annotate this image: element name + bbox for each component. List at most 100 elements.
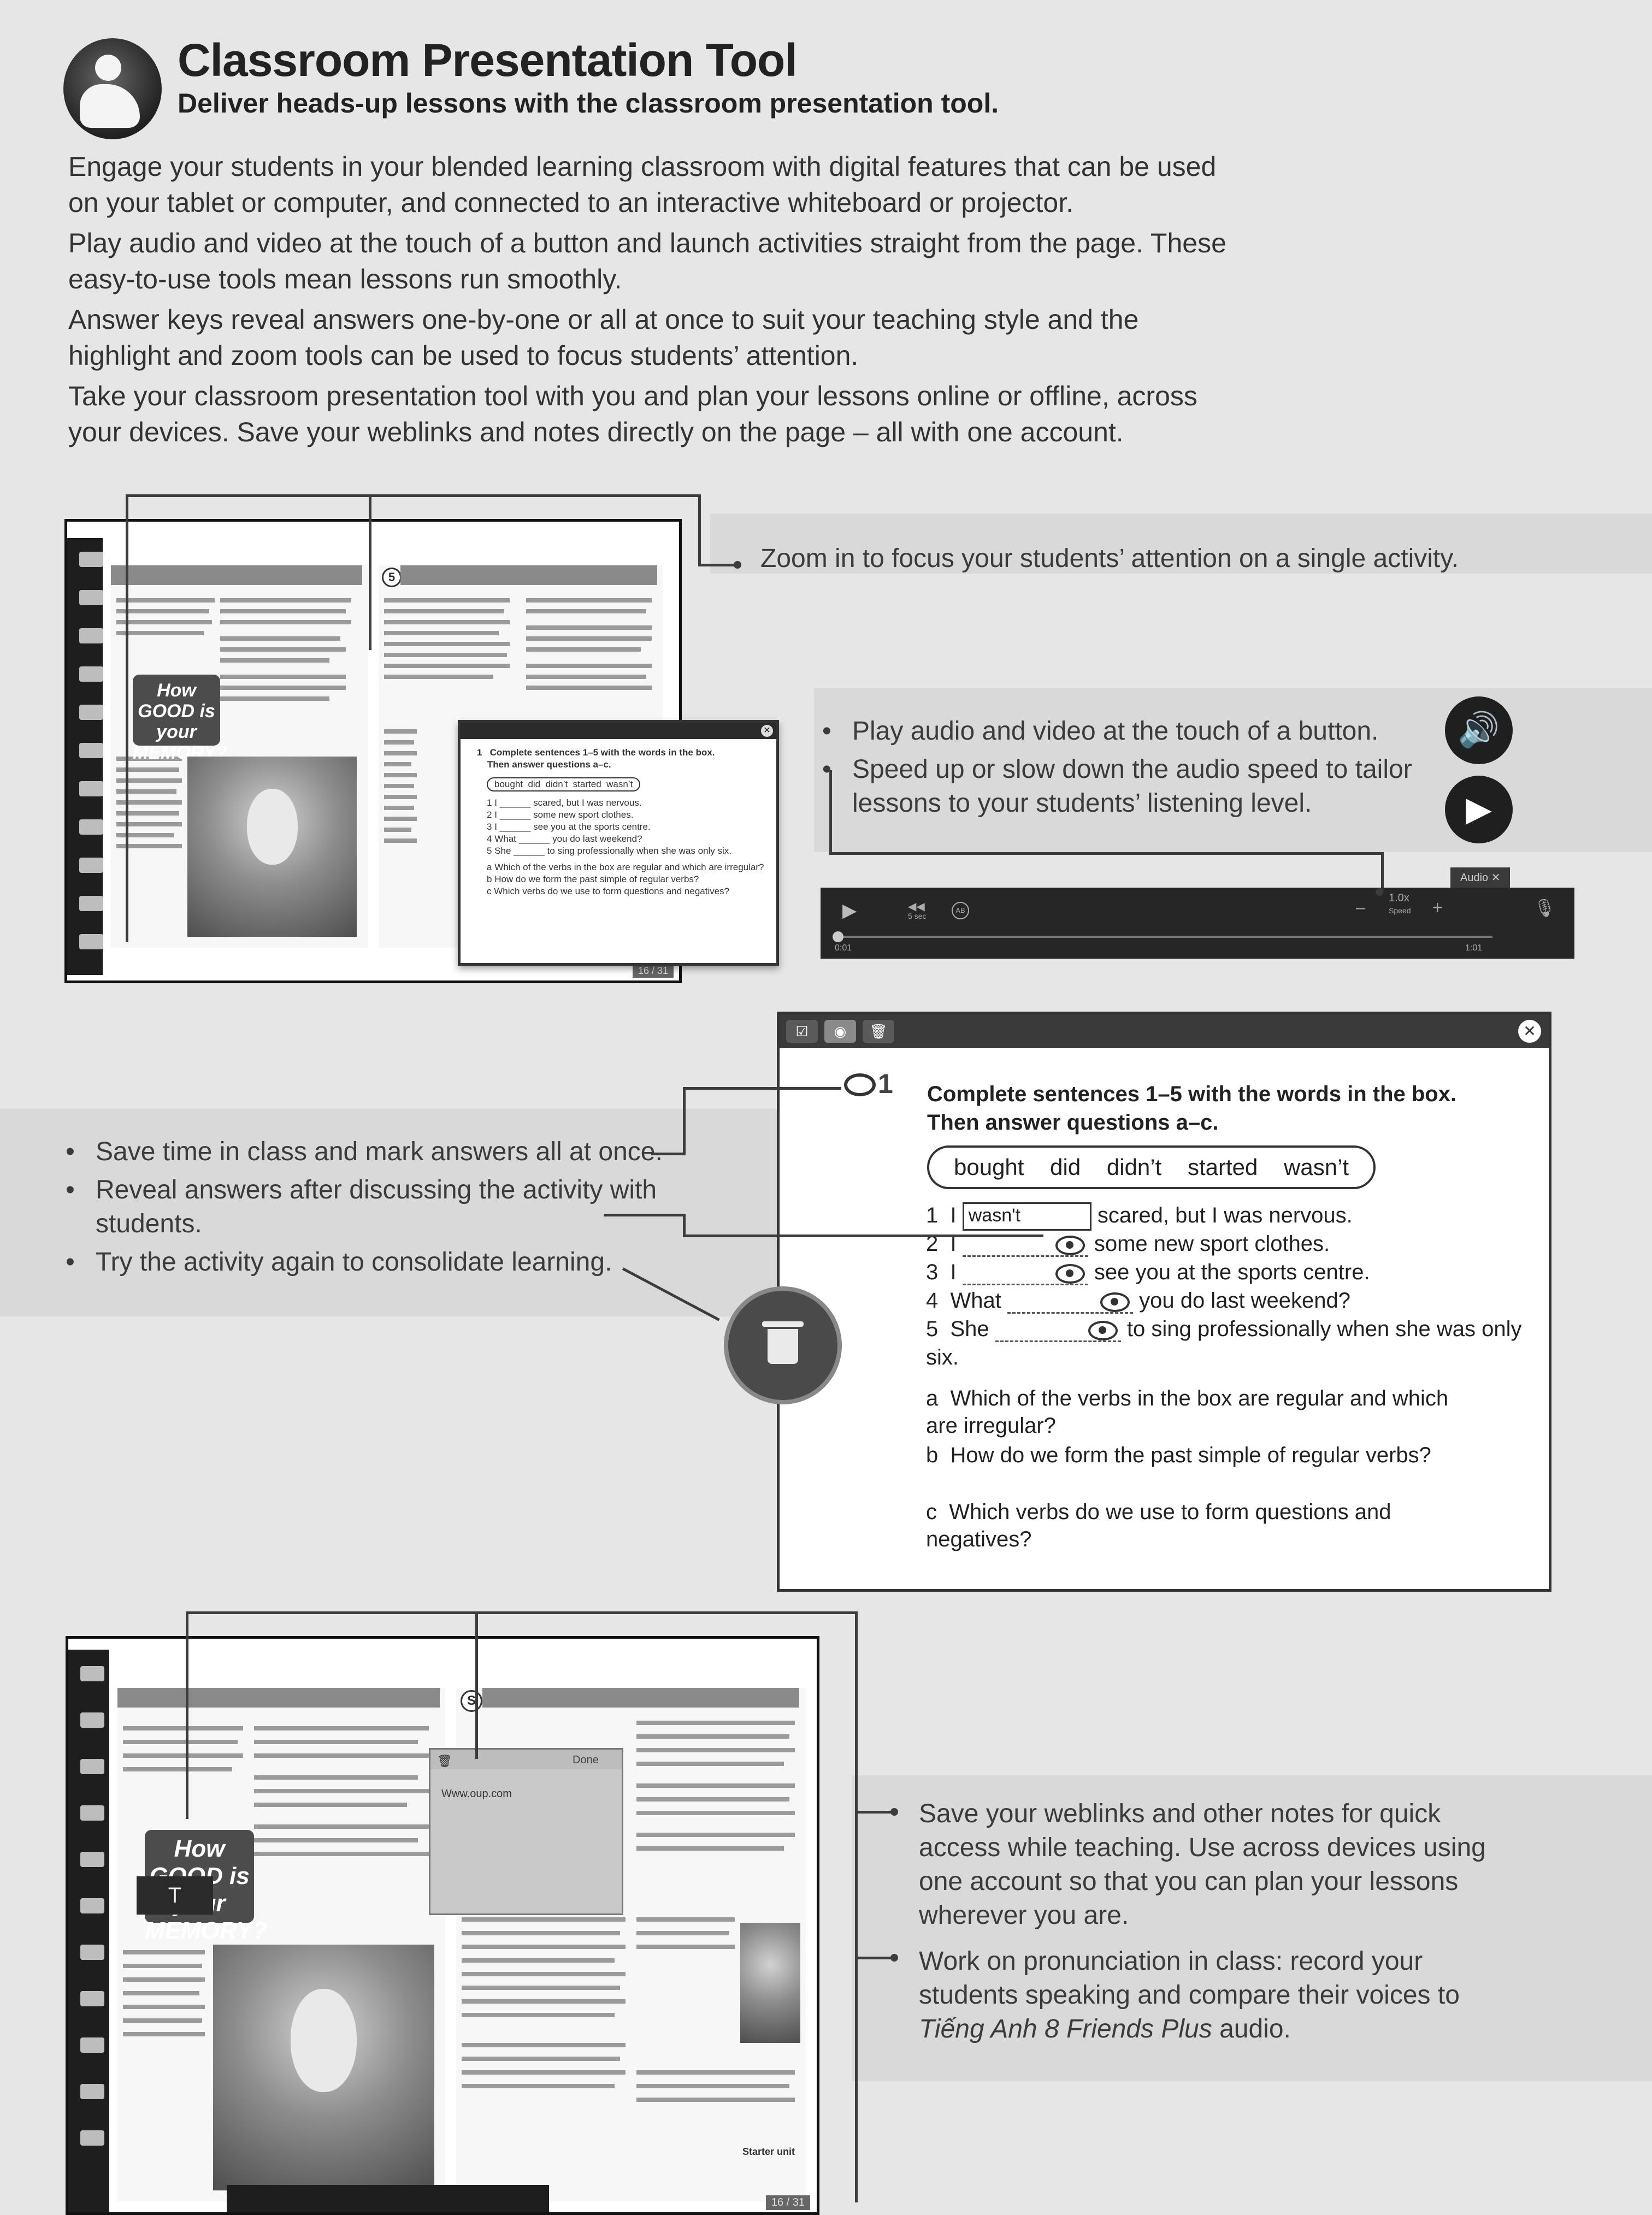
- highlight-icon[interactable]: [79, 705, 103, 720]
- word: did: [1050, 1154, 1081, 1180]
- bullet-item: Play audio and video at the touch of a b…: [822, 714, 1423, 748]
- progress-track[interactable]: [837, 936, 1492, 938]
- eye-icon[interactable]: [1088, 1320, 1118, 1340]
- mini-sentences: 1 I ______ scared, but I was nervous. 2 …: [487, 798, 764, 896]
- page-title: Classroom Presentation Tool: [178, 34, 798, 86]
- bullet-item: Save time in class and mark answers all …: [66, 1135, 677, 1169]
- note-icon[interactable]: [80, 1898, 104, 1913]
- pen-icon[interactable]: [80, 1805, 104, 1821]
- answer-field[interactable]: [995, 1319, 1121, 1342]
- progress-handle[interactable]: [833, 931, 843, 942]
- menu-icon[interactable]: [80, 1712, 104, 1728]
- connector-dot: [1376, 888, 1383, 896]
- note-url[interactable]: Www.oup.com: [441, 1788, 512, 1800]
- speaker-icon[interactable]: 🔊: [1445, 696, 1513, 764]
- search-icon[interactable]: [80, 1759, 104, 1774]
- keyboard-icon[interactable]: [80, 1991, 104, 2006]
- page-subtitle: Deliver heads-up lessons with the classr…: [178, 88, 999, 119]
- sentence-5: 5 She to sing professionally when she wa…: [926, 1317, 1522, 1369]
- sentence-1: 1 I wasn't scared, but I was nervous.: [926, 1201, 1353, 1231]
- search-icon[interactable]: [79, 628, 103, 643]
- reveal-answers-button[interactable]: ◉: [824, 1020, 856, 1043]
- note-icon[interactable]: [79, 743, 103, 758]
- activity-number: 1: [477, 747, 482, 758]
- answer-field[interactable]: [1007, 1290, 1133, 1314]
- pen-icon[interactable]: [79, 666, 103, 682]
- zoomed-activity-popup[interactable]: ✕ 1 Complete sentences 1–5 with the word…: [458, 720, 779, 966]
- note-popup[interactable]: 🗑 Done Www.oup.com: [429, 1748, 623, 1915]
- intro-text: Engage your students in your blended lea…: [68, 149, 1237, 454]
- answer-field[interactable]: [962, 1233, 1088, 1257]
- sentence-3: 3 I see you at the sports centre.: [926, 1260, 1370, 1285]
- close-button[interactable]: ✕: [1518, 1020, 1541, 1043]
- bullet-item: Speed up or slow down the audio speed to…: [822, 753, 1423, 820]
- connector-line: [683, 1087, 841, 1090]
- speed-minus-button[interactable]: –: [1356, 899, 1365, 917]
- close-icon[interactable]: ✕: [761, 725, 773, 737]
- eye-icon[interactable]: [1055, 1235, 1085, 1255]
- word: didn’t: [1106, 1154, 1162, 1180]
- instruction-line-1: Complete sentences 1–5 with the words in…: [927, 1082, 1457, 1106]
- instruction-line-2: Then answer questions a–c.: [487, 759, 611, 770]
- eye-icon[interactable]: [844, 1073, 876, 1096]
- connector-line: [855, 1957, 896, 1959]
- sentence-4: 4 What you do last weekend?: [926, 1289, 1351, 1314]
- activity-toolbar: ☑ ◉ 🗑 ✕: [780, 1014, 1549, 1048]
- text-tool-popup[interactable]: T: [137, 1876, 213, 1915]
- zoom-icon[interactable]: [79, 781, 103, 796]
- activity-number: 1: [878, 1068, 893, 1099]
- notes-band: [852, 1775, 1652, 2081]
- note-done-button[interactable]: Done: [573, 1754, 599, 1766]
- answer-field[interactable]: wasn't: [962, 1202, 1092, 1231]
- question-c: c Which verbs do we use to form question…: [926, 1500, 1391, 1551]
- play-button[interactable]: ▶: [842, 900, 857, 921]
- word: bought: [954, 1154, 1024, 1180]
- home-icon[interactable]: [79, 552, 103, 567]
- reset-button[interactable]: 🗑: [863, 1020, 894, 1043]
- connector-line: [683, 1214, 686, 1237]
- home-icon[interactable]: [80, 1666, 104, 1681]
- presenter-logo-icon: [63, 38, 162, 139]
- connector-line: [1381, 852, 1384, 888]
- eye-icon[interactable]: [1100, 1292, 1130, 1312]
- audio-tab[interactable]: Audio ✕: [1450, 867, 1511, 888]
- undo-icon[interactable]: [79, 896, 103, 911]
- ab-repeat-button[interactable]: AB: [952, 902, 969, 919]
- connector-line: [475, 1611, 478, 1759]
- trash-icon[interactable]: [724, 1286, 842, 1404]
- eye-icon[interactable]: [1055, 1263, 1085, 1284]
- answer-field[interactable]: [962, 1262, 1088, 1285]
- trash-icon[interactable]: 🗑: [437, 1754, 452, 1768]
- callout-notes: Save your weblinks and other notes for q…: [919, 1799, 1486, 1930]
- speed-plus-button[interactable]: +: [1432, 897, 1443, 917]
- instruction-line-1: Complete sentences 1–5 with the words in…: [489, 747, 715, 758]
- connector-line: [369, 494, 371, 650]
- back-icon[interactable]: [79, 934, 103, 949]
- rewind-button[interactable]: ◀◀: [908, 901, 925, 913]
- rewind-label: 5 sec: [908, 912, 927, 920]
- page-indicator: 16 / 31: [765, 2195, 810, 2210]
- answer-key-icon[interactable]: [80, 2037, 104, 2053]
- note-toolbar: [430, 1750, 622, 1769]
- good-memory-badge: How GOOD is your MEMORY?: [133, 675, 227, 763]
- intro-paragraph: Play audio and video at the touch of a b…: [68, 228, 1226, 294]
- girl-photo: [213, 1945, 434, 2190]
- play-icon[interactable]: ▶: [1445, 776, 1513, 843]
- menu-icon[interactable]: [79, 590, 103, 605]
- connector-line: [829, 770, 832, 855]
- back-icon[interactable]: [80, 2130, 104, 2146]
- connector-line: [683, 1235, 1043, 1237]
- zoom-icon[interactable]: [80, 1945, 104, 1960]
- connector-line: [829, 852, 1384, 855]
- activity-instructions: Complete sentences 1–5 with the words in…: [927, 1080, 1528, 1137]
- intro-paragraph: Take your classroom presentation tool wi…: [68, 381, 1197, 447]
- keyboard-icon[interactable]: [79, 819, 103, 835]
- word-box: bought did didn’t started wasn’t: [927, 1145, 1376, 1189]
- answer-key-icon[interactable]: [79, 858, 103, 873]
- highlight-icon[interactable]: [80, 1852, 104, 1867]
- undo-icon[interactable]: [80, 2084, 104, 2099]
- microphone-icon[interactable]: 🎙: [1533, 898, 1556, 918]
- check-answers-button[interactable]: ☑: [786, 1020, 818, 1043]
- connector-line: [126, 494, 128, 942]
- connector-line: [604, 1214, 683, 1216]
